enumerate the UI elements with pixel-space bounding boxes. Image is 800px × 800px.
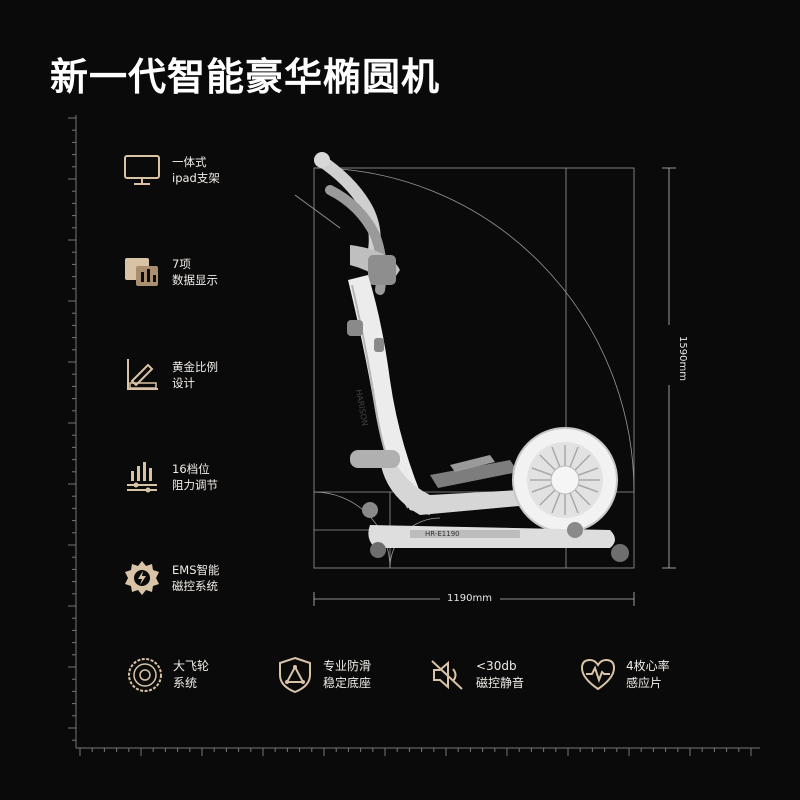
heart-pulse-icon (580, 658, 616, 691)
monitor-icon (124, 155, 160, 185)
feature-line2: 稳定底座 (323, 676, 372, 690)
elliptical-machine-image: HARISON HR-E1190 (314, 152, 629, 562)
feature-flywheel: 大飞轮 系统 (125, 655, 209, 695)
data-display-icon (125, 258, 158, 286)
feature-line2: 磁控系统 (172, 579, 218, 593)
feature-line1: 大飞轮 (173, 659, 210, 673)
feature-line2: 系统 (173, 676, 198, 690)
shield-triangle-icon (279, 656, 311, 694)
feature-line1: 16档位 (172, 462, 210, 476)
feature-line1: EMS智能 (172, 563, 220, 577)
feature-ems-magnetic: EMS智能 磁控系统 (122, 558, 220, 598)
feature-heart-rate: 4枚心率 感应片 (578, 655, 670, 695)
feature-resistance: 16档位 阻力调节 (122, 457, 218, 497)
feature-data-display: 7项 数据显示 (122, 252, 218, 292)
feature-line1: 7项 (172, 257, 191, 271)
mute-speaker-icon (431, 660, 463, 690)
feature-line1: 黄金比例 (172, 360, 218, 374)
height-dimension-label: 1590mm (676, 336, 688, 381)
page-title: 新一代智能豪华椭圆机 (50, 55, 441, 99)
feature-line2: ipad支架 (172, 171, 220, 185)
feature-line2: 数据显示 (172, 273, 218, 287)
gear-lightning-icon (125, 561, 159, 595)
base-model-text: HR-E1190 (425, 530, 460, 538)
width-dimension-label: 1190mm (447, 593, 492, 604)
resistance-bars-icon (127, 462, 157, 493)
feature-line2: 感应片 (626, 676, 663, 690)
feature-golden-ratio: 黄金比例 设计 (122, 355, 218, 395)
feature-line1: 专业防滑 (323, 659, 372, 673)
feature-line1: 一体式 (172, 155, 207, 169)
column-brand-text: HARISON (354, 389, 369, 427)
feature-line1: <30db (476, 659, 517, 673)
feature-line2: 阻力调节 (172, 478, 218, 492)
feature-line2: 磁控静音 (476, 676, 525, 690)
feature-ipad-holder: 一体式 ipad支架 (122, 150, 220, 190)
feature-line1: 4枚心率 (626, 659, 670, 673)
feature-line2: 设计 (172, 376, 195, 390)
design-ruler-icon (127, 359, 158, 390)
feature-anti-slip-base: 专业防滑 稳定底座 (275, 655, 371, 695)
feature-silent: <30db 磁控静音 (428, 655, 524, 695)
flywheel-icon (128, 658, 162, 692)
